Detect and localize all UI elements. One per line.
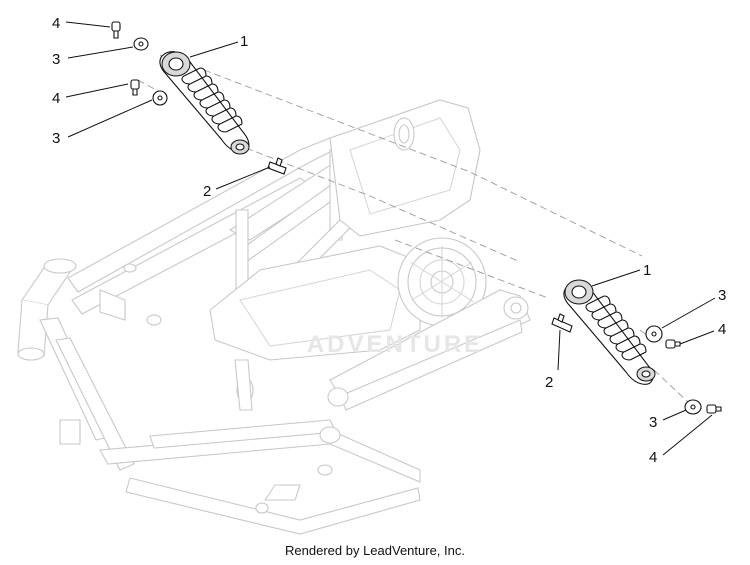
callout-1-shock-lower: 1 (643, 262, 651, 279)
mounting-stud-upper (267, 157, 287, 175)
watermark: ADVENTURE (307, 331, 483, 358)
shock-absorber-lower (563, 279, 656, 385)
callout-2-stud-upper: 2 (203, 183, 211, 200)
callout-4-bolt-lower-2: 4 (649, 449, 657, 466)
callout-2-stud-lower: 2 (545, 374, 553, 391)
callout-3-washer-lower-1: 3 (718, 287, 726, 304)
callout-3-washer-upper-1: 3 (52, 51, 60, 68)
mounting-stud-lower (551, 313, 573, 333)
callout-4-bolt-lower-1: 4 (718, 321, 726, 338)
washer-lower-1 (645, 325, 663, 343)
frame-assembly (17, 99, 531, 535)
washer-upper-1 (133, 37, 149, 51)
leader-lines (65, 21, 716, 456)
callout-labels: 4 3 4 3 1 2 1 3 4 2 3 4 (52, 15, 726, 466)
bolt-lower-2 (706, 404, 722, 414)
bolt-lower-1 (665, 339, 681, 349)
washer-lower-2 (684, 399, 702, 415)
callout-4-bolt-upper-2: 4 (52, 90, 60, 107)
bolt-upper-1 (111, 21, 121, 39)
footer-credit: Rendered by LeadVenture, Inc. (285, 543, 465, 558)
shock-absorber-upper (159, 51, 250, 155)
callout-3-washer-upper-2: 3 (52, 130, 60, 147)
washer-upper-2 (152, 90, 168, 106)
callout-1-shock-upper: 1 (240, 33, 248, 50)
callout-4-bolt-upper-1: 4 (52, 15, 60, 32)
callout-3-washer-lower-2: 3 (649, 414, 657, 431)
bolt-upper-2 (130, 79, 140, 96)
